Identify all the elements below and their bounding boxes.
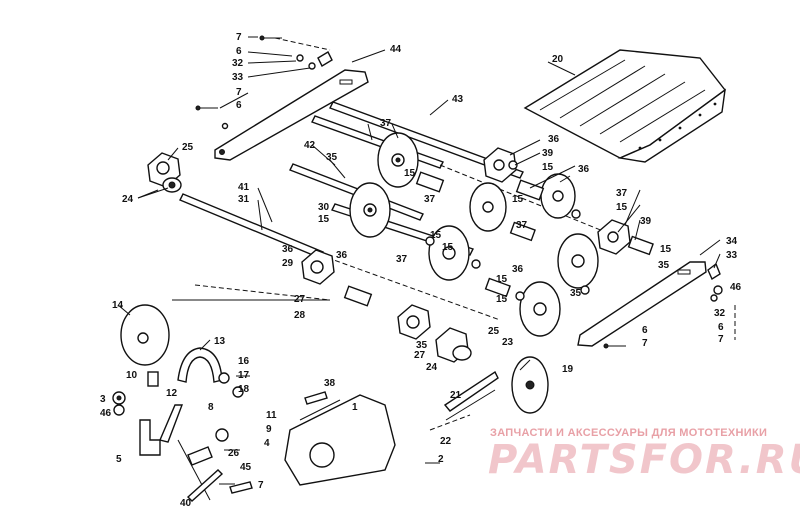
callout-27: 27 xyxy=(294,294,306,305)
callout-28: 28 xyxy=(294,310,306,321)
callout-39: 39 xyxy=(542,148,554,159)
callout-37: 37 xyxy=(380,118,392,129)
callout-39: 39 xyxy=(640,216,652,227)
callout-36: 36 xyxy=(282,244,294,255)
chain-case xyxy=(120,284,396,486)
flange-bearing-left xyxy=(147,152,182,193)
callout-7: 7 xyxy=(236,87,242,98)
callout-35: 35 xyxy=(416,340,428,351)
callout-12: 12 xyxy=(166,388,178,399)
callout-8: 8 xyxy=(208,402,214,413)
drive-sprocket-chain xyxy=(429,356,549,431)
callout-15: 15 xyxy=(496,294,508,305)
callout-26: 26 xyxy=(228,448,240,459)
callout-15: 15 xyxy=(430,230,442,241)
callout-37: 37 xyxy=(424,194,436,205)
callout-7: 7 xyxy=(718,334,724,345)
callout-35: 35 xyxy=(570,288,582,299)
callout-9: 9 xyxy=(266,424,272,435)
callout-36: 36 xyxy=(512,264,524,275)
callout-42: 42 xyxy=(304,140,316,151)
callout-35: 35 xyxy=(658,260,670,271)
callout-6: 6 xyxy=(236,46,242,57)
torque-brackets xyxy=(139,347,253,501)
callout-15: 15 xyxy=(318,214,330,225)
hardware xyxy=(112,35,626,502)
callout-25: 25 xyxy=(488,326,500,337)
callout-37: 37 xyxy=(396,254,408,265)
callout-20: 20 xyxy=(552,54,564,65)
callout-41: 41 xyxy=(238,182,250,193)
callout-15: 15 xyxy=(542,162,554,173)
callout-7: 7 xyxy=(642,338,648,349)
track-assembly xyxy=(523,49,726,163)
callout-17: 17 xyxy=(238,370,250,381)
callout-1: 1 xyxy=(352,402,358,413)
callout-37: 37 xyxy=(616,188,628,199)
spacers xyxy=(343,160,654,307)
callout-19: 19 xyxy=(562,364,574,375)
callout-15: 15 xyxy=(512,194,524,205)
callout-13: 13 xyxy=(214,336,226,347)
callout-18: 18 xyxy=(238,384,250,395)
lower-right-bracket xyxy=(577,261,736,347)
idler-wheels xyxy=(349,132,599,337)
callout-46: 46 xyxy=(100,408,112,419)
callout-37: 37 xyxy=(516,220,528,231)
callout-36: 36 xyxy=(336,250,348,261)
watermark-caption: ЗАПЧАСТИ И АКСЕССУАРЫ ДЛЯ МОТОТЕХНИКИ xyxy=(490,427,768,439)
callout-15: 15 xyxy=(404,168,416,179)
callout-32: 32 xyxy=(714,308,726,319)
callout-11: 11 xyxy=(266,410,277,421)
callout-6: 6 xyxy=(642,325,648,336)
callout-4: 4 xyxy=(264,438,270,449)
callout-25: 25 xyxy=(182,142,194,153)
callout-38: 38 xyxy=(324,378,336,389)
callout-33: 33 xyxy=(726,250,738,261)
callout-30: 30 xyxy=(318,202,330,213)
callout-3: 3 xyxy=(100,394,106,405)
callout-15: 15 xyxy=(442,242,454,253)
callout-24: 24 xyxy=(122,194,134,205)
callout-32: 32 xyxy=(232,58,244,69)
callout-15: 15 xyxy=(660,244,672,255)
callout-45: 45 xyxy=(240,462,252,473)
callout-33: 33 xyxy=(232,72,244,83)
callout-16: 16 xyxy=(238,356,250,367)
leader-lines xyxy=(117,36,721,371)
callout-2: 2 xyxy=(438,454,444,465)
callout-43: 43 xyxy=(452,94,464,105)
callout-46: 46 xyxy=(730,282,742,293)
callout-7: 7 xyxy=(236,32,242,43)
callout-44: 44 xyxy=(390,44,402,55)
callout-40: 40 xyxy=(180,498,192,509)
callout-27: 27 xyxy=(414,350,426,361)
callout-7: 7 xyxy=(258,480,264,491)
callout-10: 10 xyxy=(126,370,138,381)
bearing-housings xyxy=(301,147,631,363)
callout-6: 6 xyxy=(236,100,242,111)
callout-24: 24 xyxy=(426,362,438,373)
callout-6: 6 xyxy=(718,322,724,333)
upper-bracket xyxy=(214,37,369,161)
callout-34: 34 xyxy=(726,236,738,247)
watermark-brand: PARTSFOR.RU xyxy=(488,437,800,483)
callout-23: 23 xyxy=(502,337,514,348)
callout-21: 21 xyxy=(450,390,462,401)
callout-36: 36 xyxy=(578,164,590,175)
callout-29: 29 xyxy=(282,258,294,269)
callout-35: 35 xyxy=(326,152,338,163)
callout-31: 31 xyxy=(238,194,250,205)
callout-36: 36 xyxy=(548,134,560,145)
callout-22: 22 xyxy=(440,436,452,447)
callout-15: 15 xyxy=(496,274,508,285)
callout-14: 14 xyxy=(112,300,124,311)
callout-5: 5 xyxy=(116,454,122,465)
callout-15: 15 xyxy=(616,202,628,213)
